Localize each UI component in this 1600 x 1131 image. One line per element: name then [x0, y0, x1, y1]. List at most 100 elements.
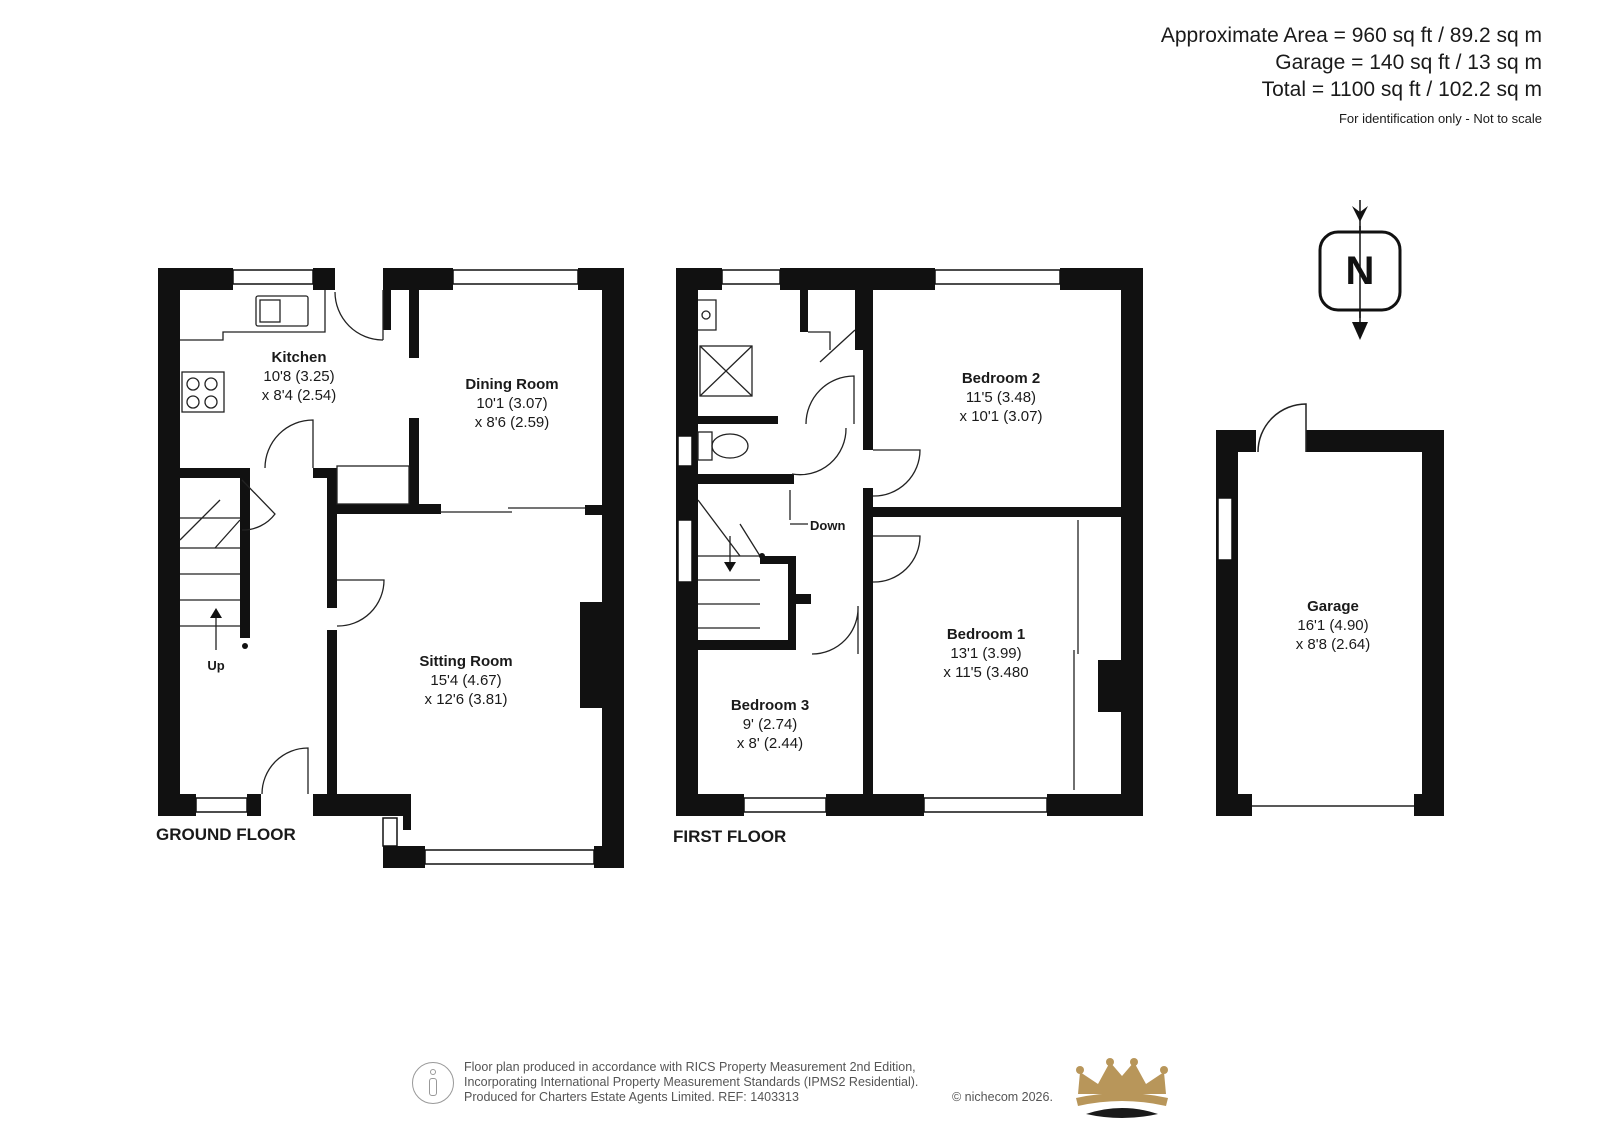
bedroom2-dim-1: 11'5 (3.48) [966, 389, 1036, 406]
wall [796, 594, 811, 604]
shower-line [699, 345, 753, 397]
wall [313, 794, 403, 816]
wall [1216, 430, 1256, 452]
wall [585, 505, 605, 515]
up-arrow-icon [210, 608, 222, 618]
hob-ring [186, 395, 200, 409]
wall [1414, 794, 1444, 816]
window [934, 269, 1061, 285]
garage-name: Garage [1307, 598, 1359, 615]
stair-winder [214, 519, 241, 549]
wall [855, 290, 863, 350]
footer: Floor plan produced in accordance with R… [412, 1058, 1192, 1124]
window [1217, 497, 1233, 561]
bedroom3-dim-2: x 8' (2.44) [737, 735, 803, 752]
wall [383, 846, 425, 868]
wall [409, 290, 419, 358]
wall [676, 268, 722, 290]
hatch [336, 465, 410, 505]
sink-icon [255, 295, 309, 327]
stair-winder [179, 499, 221, 541]
wall [698, 474, 794, 484]
copyright: © nichecom 2026. [952, 1090, 1053, 1104]
door-swing [334, 291, 384, 341]
person-info-icon [412, 1062, 454, 1104]
bedroom3-dim-1: 9' (2.74) [743, 716, 798, 733]
sink-bowl [259, 299, 281, 323]
footer-line-2: Incorporating International Property Mea… [464, 1075, 919, 1089]
basin-tap [701, 310, 711, 320]
wc-cistern [697, 431, 713, 461]
kitchen-dim-1: 10'8 (3.25) [263, 368, 334, 385]
person-body [429, 1078, 437, 1096]
scale-note: For identification only - Not to scale [1338, 111, 1542, 126]
bedroom2-name: Bedroom 2 [962, 370, 1040, 387]
sitting-name: Sitting Room [419, 653, 512, 670]
compass-top-arrow-icon [1352, 206, 1368, 222]
door-swing [791, 427, 847, 476]
wall [676, 794, 744, 816]
wall [1422, 430, 1444, 816]
chimney-breast [1098, 660, 1121, 712]
door-swing [805, 375, 855, 425]
wall [873, 507, 1121, 517]
door-swing [336, 579, 385, 627]
wall [1216, 430, 1238, 816]
area-summary: Approximate Area = 960 sq ft / 89.2 sq m… [1161, 22, 1542, 126]
dining-dim-1: 10'1 (3.07) [476, 395, 547, 412]
hob-icon [181, 371, 225, 413]
newel-post [242, 643, 248, 649]
wall [698, 640, 796, 650]
wall [826, 794, 924, 816]
window [452, 269, 579, 285]
sitting-dim-2: x 12'6 (3.81) [425, 691, 508, 708]
window [195, 797, 248, 813]
bedroom1-name: Bedroom 1 [947, 626, 1025, 643]
wall [760, 556, 796, 564]
wall [698, 416, 778, 424]
stair-winder [697, 499, 741, 557]
basin-icon [698, 299, 717, 331]
dining-name: Dining Room [465, 376, 558, 393]
bedroom3-name: Bedroom 3 [731, 697, 809, 714]
bedroom1-dim-1: 13'1 (3.99) [950, 645, 1021, 662]
wall [594, 846, 624, 868]
chimney-breast [580, 602, 602, 708]
first-floor-plan: Down Bedroom 2 11'5 (3.48) x 10'1 (3.07)… [673, 268, 1143, 846]
wall [863, 290, 873, 450]
window [424, 849, 595, 865]
compass-letter: N [1346, 249, 1375, 293]
wall [327, 468, 337, 608]
door-swing [872, 449, 921, 497]
approx-area: Approximate Area = 960 sq ft / 89.2 sq m [1160, 24, 1542, 47]
hob-ring [186, 377, 200, 391]
hob-ring [204, 395, 218, 409]
door-swing [241, 479, 276, 531]
kitchen-name: Kitchen [271, 349, 326, 366]
window [677, 435, 693, 467]
wall [863, 488, 873, 794]
footer-line-1: Floor plan produced in accordance with R… [464, 1060, 916, 1074]
cupboard-door [819, 329, 856, 363]
north-compass: N [1318, 200, 1402, 340]
wall [780, 268, 935, 290]
wall [158, 268, 180, 816]
newel-post [759, 553, 765, 559]
wall [313, 468, 337, 478]
toilet-icon [711, 433, 749, 459]
front-door [261, 747, 309, 795]
window [923, 797, 1048, 813]
stairs-down-label: Down [810, 518, 845, 533]
crown-logo-icon [1076, 1058, 1168, 1118]
footer-text: Floor plan produced in accordance with R… [464, 1060, 918, 1105]
window [382, 817, 398, 847]
cupboard [808, 331, 831, 350]
garage-area: Garage = 140 sq ft / 13 sq m [1275, 51, 1542, 74]
door-swing [264, 419, 314, 469]
wall [1047, 794, 1143, 816]
window [677, 519, 693, 583]
garage-dim-1: 16'1 (4.90) [1297, 617, 1368, 634]
wall [403, 794, 411, 830]
wall [1121, 268, 1143, 816]
